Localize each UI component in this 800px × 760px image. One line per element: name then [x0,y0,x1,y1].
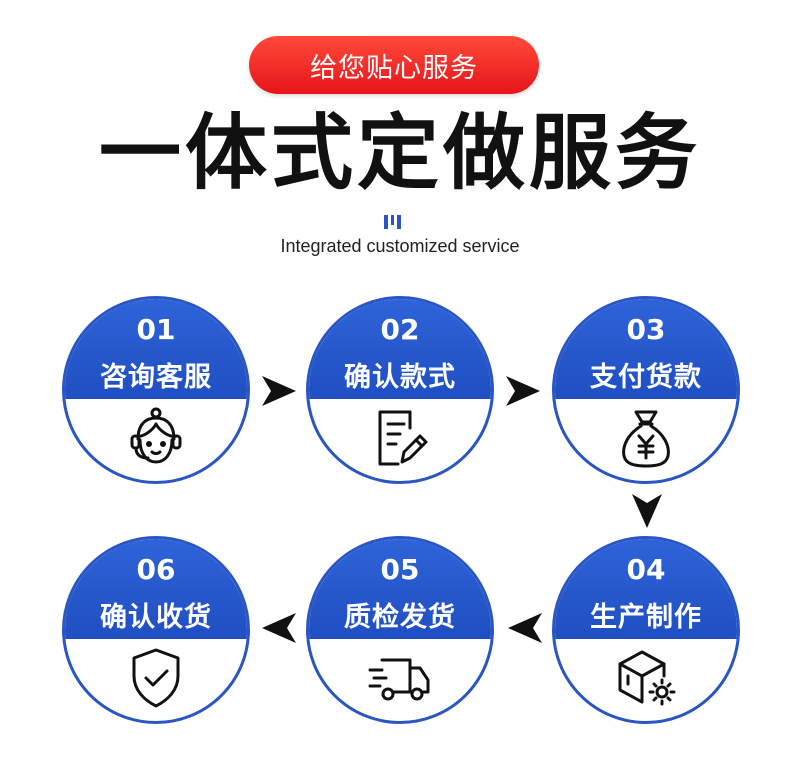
step-number: 05 [380,553,420,586]
step-number: 02 [380,313,420,346]
box-gear-icon [618,650,676,706]
money-bag-icon [622,410,670,468]
step-label: 支付货款 [590,362,702,393]
step-number: 03 [626,313,666,346]
step-label: 确认收货 [100,602,212,633]
shield-check-icon [132,648,180,708]
arrow-left-icon [508,613,542,643]
step-label: 质检发货 [344,602,456,633]
step-number: 06 [136,553,176,586]
page-subtitle: Integrated customized service [280,236,520,256]
header-badge: 给您贴心服务 [249,36,539,94]
step-number: 01 [136,313,176,346]
step-01: 01 咨询客服 [62,296,250,484]
arrow-right-icon [262,376,296,406]
step-06: 06 确认收货 [62,536,250,724]
step-02: 02 确认款式 [306,296,494,484]
customer-service-icon [130,407,182,464]
step-03: 03 支付货款 [552,296,740,484]
step-05: 05 质检发货 [306,536,494,724]
step-number: 04 [626,553,666,586]
quote-mark-icon [384,215,401,229]
arrow-left-icon [262,613,296,643]
step-label: 生产制作 [590,602,702,633]
document-edit-icon [378,410,428,466]
step-04: 04 生产制作 [552,536,740,724]
delivery-truck-icon [368,658,430,701]
step-label: 咨询客服 [100,362,212,393]
arrow-down-icon [632,494,662,528]
step-label: 确认款式 [344,362,456,393]
arrow-right-icon [506,376,540,406]
page-title: 一体式定做服务 [98,106,701,201]
